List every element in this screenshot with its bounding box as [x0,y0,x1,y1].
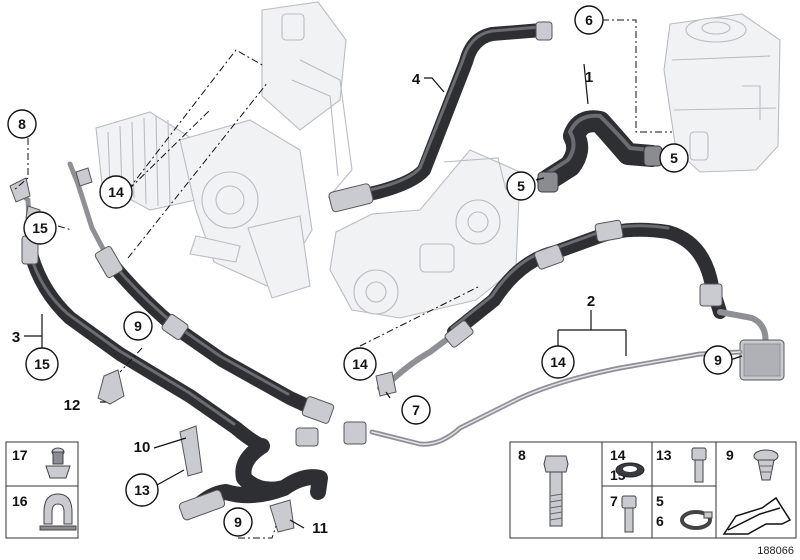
callout-15-top: 15 [23,211,57,245]
callout-5-right: 5 [659,143,689,173]
hose-clip-icon [39,493,77,531]
leader-lines [13,19,672,539]
legend-label-8: 8 [518,447,526,463]
callout-9-bottom: 9 [223,507,253,537]
svg-text:14: 14 [108,184,124,200]
sealing-ring-icon [615,462,645,478]
svg-text:9: 9 [134,318,142,334]
svg-text:5: 5 [670,150,678,166]
legend-label-9: 9 [726,447,734,463]
socket-screw-bottom-icon [621,495,637,533]
socket-screw-top-icon [691,447,707,483]
callout-9-right: 9 [703,345,733,375]
bolt-icon [543,455,569,527]
callout-2: 2 [587,293,595,310]
svg-text:7: 7 [412,402,420,418]
callout-7: 7 [401,395,431,425]
legend-label-17: 17 [12,447,28,463]
legend-label-16: 16 [12,493,28,509]
legend-label-14: 14 [610,447,626,463]
callout-3: 3 [12,329,20,346]
suction-hose-4 [328,21,553,213]
return-hose-1 [537,110,663,193]
svg-text:12: 12 [64,397,81,414]
callout-14-top: 14 [99,175,133,209]
callout-14-right: 14 [541,345,575,379]
lower-hose [178,438,328,521]
svg-text:2: 2 [587,293,595,310]
direction-arrow-icon [722,496,792,535]
callout-4: 4 [412,71,421,88]
svg-text:10: 10 [134,439,151,456]
legend-label-6: 6 [656,513,664,529]
fluid-reservoir-ghost [663,13,781,173]
svg-text:8: 8 [18,116,26,132]
svg-text:6: 6 [585,12,593,28]
callout-8: 8 [7,109,37,139]
svg-text:15: 15 [32,220,48,236]
svg-text:3: 3 [12,329,20,346]
callout-14-center: 14 [343,347,377,381]
legend-right: 8 14 15 13 7 5 6 9 [509,441,797,539]
legend-label-5: 5 [656,493,664,509]
svg-text:9: 9 [234,514,242,530]
svg-text:13: 13 [134,482,150,498]
svg-text:4: 4 [412,71,421,88]
svg-text:5: 5 [517,178,525,194]
callout-11: 11 [312,520,328,537]
legend-label-7: 7 [610,493,618,509]
hose-clamp-icon [680,510,713,530]
callout-6: 6 [574,5,604,35]
callout-5-left: 5 [506,171,536,201]
legend-label-13: 13 [656,447,672,463]
svg-text:11: 11 [312,520,328,537]
power-steering-pump-ghost [329,149,521,319]
rubber-mount-icon [45,447,71,479]
callout-15-left: 15 [25,347,59,381]
feed-pipe [369,349,743,447]
steering-gear-ghost [95,1,353,299]
callout-10: 10 [134,439,151,456]
svg-text:9: 9 [714,352,722,368]
legend-left: 17 16 [5,441,79,539]
callout-13: 13 [125,473,159,507]
callout-9-left: 9 [123,311,153,341]
svg-text:1: 1 [585,69,593,86]
svg-text:14: 14 [550,354,566,370]
callout-12: 12 [64,397,81,414]
svg-text:15: 15 [34,356,50,372]
callout-1: 1 [585,69,593,86]
svg-text:14: 14 [352,356,368,372]
diagram-id: 188066 [757,545,794,557]
expanding-rivet-icon [753,449,779,481]
